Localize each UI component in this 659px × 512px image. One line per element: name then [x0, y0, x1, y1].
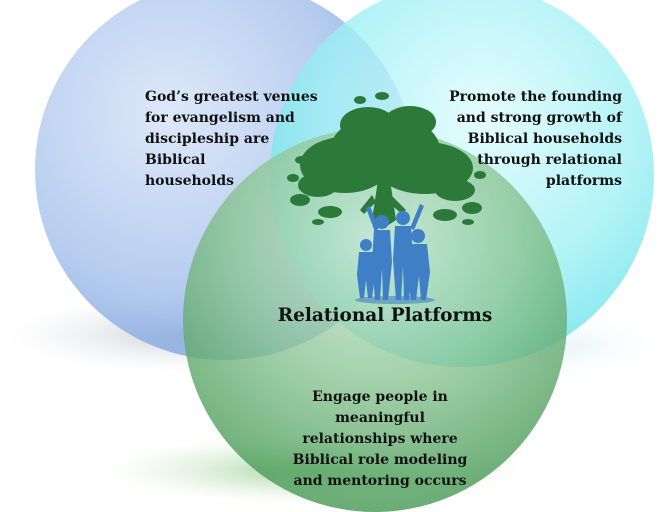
center-label: Relational Platforms — [277, 305, 493, 326]
tree-with-people-icon — [287, 92, 486, 304]
bottom-circle-text: Engage people in meaningful relationship… — [292, 389, 468, 489]
people-silhouettes-icon — [355, 204, 435, 304]
right-circle-text: Promote the founding and strong growth o… — [449, 89, 622, 189]
tree-trunk — [360, 180, 406, 228]
tree-foliage — [287, 92, 486, 225]
left-circle-text: God’s greatest venues for evangelism and… — [145, 89, 318, 189]
